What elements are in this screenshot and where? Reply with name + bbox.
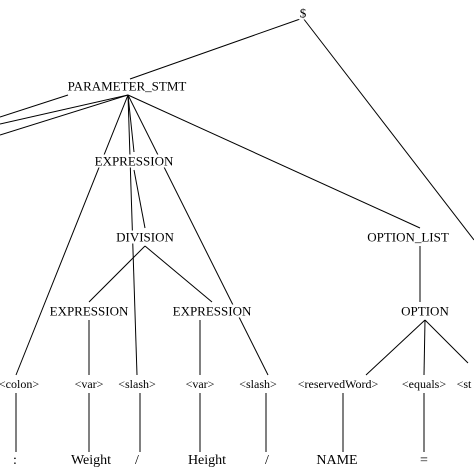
token-var-2: <var> (184, 377, 216, 391)
edge-param-to-expr1 (127, 94, 135, 153)
edge-option-to-tk_st (424, 319, 469, 364)
edge-param-to-tk_slash2 (127, 94, 269, 376)
edge-expr1-to-division (133, 169, 146, 229)
edge-division-to-expr2 (88, 245, 146, 303)
node-expression-left: EXPRESSION (48, 303, 130, 319)
node-parameter-stmt: PARAMETER_STMT (66, 78, 188, 94)
token-reserved-word: <reservedWord> (296, 377, 380, 391)
edge-option-to-tk_equals (423, 319, 426, 376)
edge-param-to-optlist (127, 94, 421, 229)
node-option-list: OPTION_LIST (366, 229, 450, 245)
terminal-height: Height (186, 453, 228, 468)
terminal-slash-2: / (264, 453, 270, 468)
node-expression-right: EXPRESSION (171, 303, 253, 319)
edge-param-to-offscreen_left_3 (0, 94, 129, 136)
node-division: DIVISION (115, 229, 175, 245)
edge-param-to-offscreen_left_2 (0, 94, 129, 125)
node-root: $ (298, 5, 308, 21)
token-equals: <equals> (400, 377, 448, 391)
terminal-colon: : (12, 453, 18, 468)
terminal-equals: = (419, 453, 429, 468)
token-slash-2: <slash> (238, 377, 278, 391)
edge-root-to-param (129, 17, 304, 80)
terminal-weight: Weight (69, 453, 113, 468)
token-colon: <colon> (0, 378, 41, 390)
terminal-slash-1: / (134, 453, 140, 468)
terminal-name: NAME (315, 453, 359, 468)
token-string-truncated: <st (455, 377, 473, 391)
token-slash-1: <slash> (117, 377, 157, 391)
node-option: OPTION (400, 303, 450, 319)
node-expression: EXPRESSION (93, 153, 175, 169)
edge-param-to-offscreen_left_1 (0, 94, 69, 118)
edge-root-to-offscreen_right (302, 17, 474, 241)
edge-option-to-tk_reserved (365, 319, 426, 376)
edge-param-to-tk_colon (15, 94, 129, 376)
token-var-1: <var> (73, 377, 105, 391)
edge-division-to-expr3 (144, 245, 213, 303)
